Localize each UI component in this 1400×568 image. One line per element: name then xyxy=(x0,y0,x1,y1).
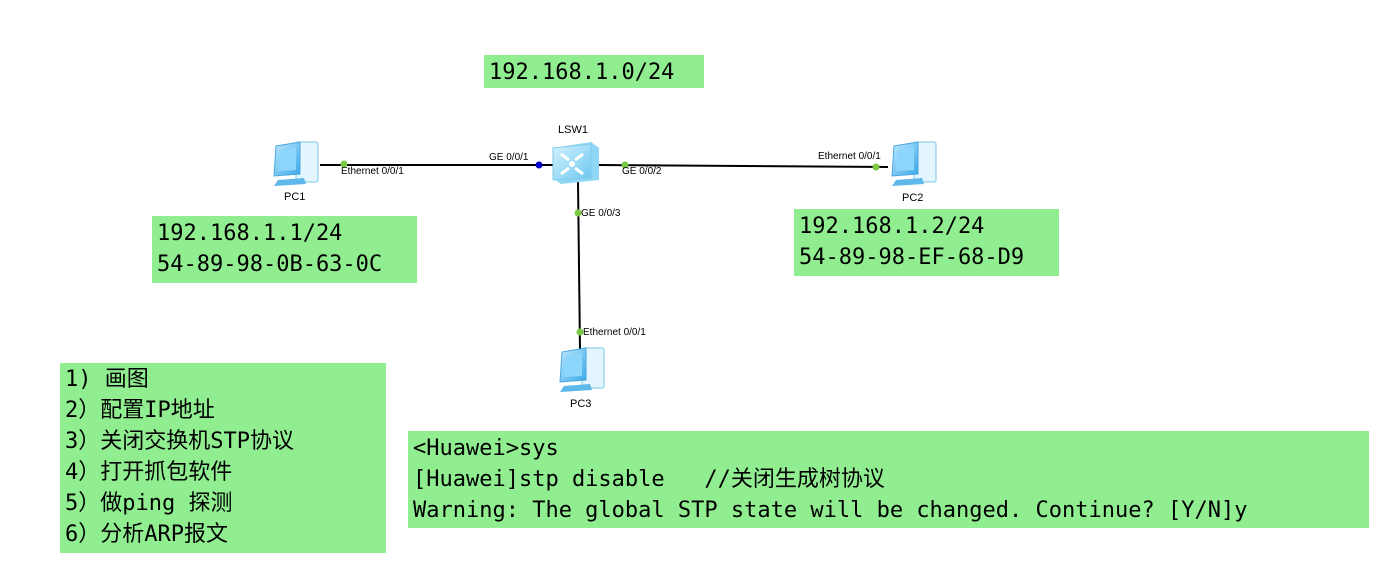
step-item: 1) 画图 xyxy=(65,367,149,392)
switch-name: LSW1 xyxy=(558,124,588,136)
pc3-name: PC3 xyxy=(570,398,592,410)
pc2-mac: 54-89-98-EF-68-D9 xyxy=(799,245,1025,270)
port-dot xyxy=(621,161,629,169)
cli-line: [Huawei]stp disable //关闭生成树协议 xyxy=(413,467,885,492)
port-label: Ethernet 0/0/1 xyxy=(818,151,881,162)
cli-line: Warning: The global STP state will be ch… xyxy=(413,498,1248,523)
step-item: 3）关闭交换机STP协议 xyxy=(65,429,294,454)
step-item: 6）分析ARP报文 xyxy=(65,522,228,547)
step-item: 5）做ping 探测 xyxy=(65,491,233,516)
port-label: GE 0/0/2 xyxy=(622,166,662,177)
pc3-icon[interactable] xyxy=(559,347,605,393)
pc1-address-box: 192.168.1.1/24 54-89-98-0B-63-0C xyxy=(152,216,417,283)
port-dot xyxy=(340,160,348,168)
port-label: Ethernet 0/0/1 xyxy=(341,166,404,177)
step-item: 4）打开抓包软件 xyxy=(65,460,233,485)
port-label: Ethernet 0/0/1 xyxy=(583,327,646,338)
pc2-icon[interactable] xyxy=(891,141,937,187)
port-label: GE 0/0/1 xyxy=(489,152,529,163)
pc1-icon[interactable] xyxy=(273,141,319,187)
pc2-name: PC2 xyxy=(902,192,924,204)
pc1-mac: 54-89-98-0B-63-0C xyxy=(157,252,383,277)
pc1-name: PC1 xyxy=(284,191,306,203)
port-dot xyxy=(535,161,543,169)
port-dot xyxy=(574,209,582,217)
port-label: GE 0/0/3 xyxy=(581,208,621,219)
pc2-address-box: 192.168.1.2/24 54-89-98-EF-68-D9 xyxy=(794,209,1059,276)
pc1-ip: 192.168.1.1/24 xyxy=(157,221,343,246)
link-switch-pc3 xyxy=(577,181,581,351)
port-dot xyxy=(872,163,880,171)
steps-box: 1) 画图 2）配置IP地址 3）关闭交换机STP协议 4）打开抓包软件 5）做ping… xyxy=(60,363,386,553)
switch-icon[interactable] xyxy=(552,142,599,184)
cli-line: <Huawei>sys xyxy=(413,436,559,461)
link-switch-pc2 xyxy=(597,164,889,168)
subnet-label: 192.168.1.0/24 xyxy=(484,55,704,88)
pc2-ip: 192.168.1.2/24 xyxy=(799,214,985,239)
step-item: 2）配置IP地址 xyxy=(65,398,215,423)
port-dot xyxy=(576,328,584,336)
cli-box: <Huawei>sys [Huawei]stp disable //关闭生成树协议… xyxy=(408,431,1369,528)
